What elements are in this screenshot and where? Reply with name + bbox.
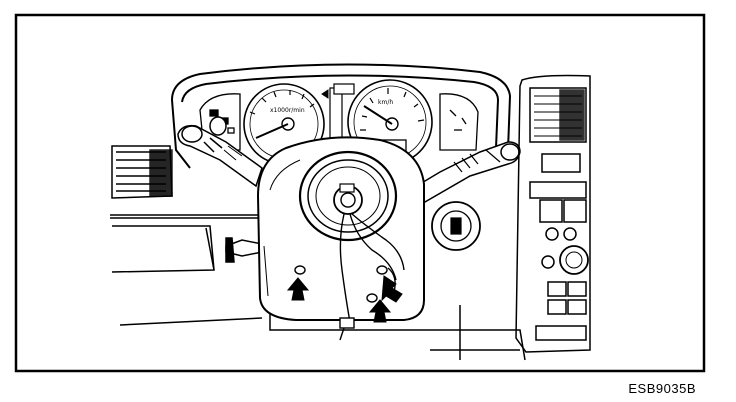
left-air-vent	[111, 145, 173, 199]
arrow-bottom-screw	[368, 299, 392, 323]
svg-text:km/h: km/h	[378, 99, 393, 106]
ignition-switch	[431, 201, 481, 251]
instrument-cluster-hood	[171, 63, 512, 169]
left-lower-cover	[111, 225, 215, 273]
figure-code-label: ESB9035B	[628, 381, 696, 396]
arrow-left-screw	[286, 277, 310, 301]
dashboard-panel	[110, 214, 526, 361]
arrow-right-screw	[381, 275, 403, 303]
clock-spring	[298, 150, 398, 242]
screw-holes	[294, 265, 388, 303]
wiring-harness	[339, 213, 405, 341]
right-combination-switch	[398, 141, 521, 207]
left-combination-switch	[177, 116, 263, 188]
tilt-lever	[225, 237, 263, 263]
center-indicator	[321, 83, 355, 149]
pointing-arrows	[286, 275, 403, 323]
svg-text:x1000r/min: x1000r/min	[270, 107, 305, 114]
center-console	[515, 74, 591, 353]
